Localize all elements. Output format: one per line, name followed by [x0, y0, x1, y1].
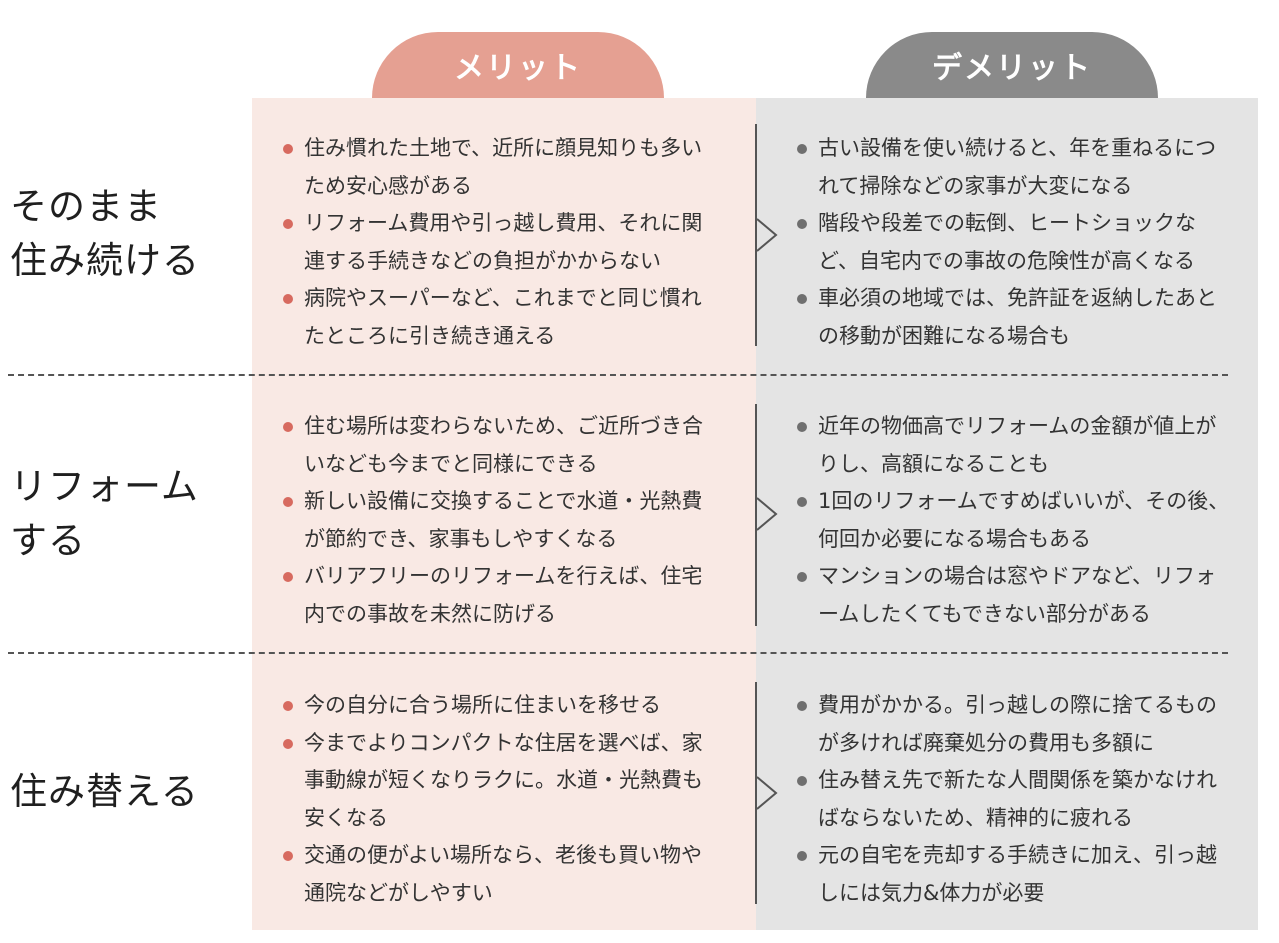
demerit-list: 近年の物価高でリフォームの金額が値上がりし、高額になることも 1回のリフォームで…	[796, 408, 1232, 633]
merit-list-item: バリアフリーのリフォームを行えば、住宅内での事故を未然に防げる	[282, 558, 722, 633]
merit-list-item: 住み慣れた土地で、近所に顔見知りも多いため安心感がある	[282, 130, 722, 205]
merit-list: 住み慣れた土地で、近所に顔見知りも多いため安心感がある リフォーム費用や引っ越し…	[282, 130, 722, 355]
demerit-list-item: 1回のリフォームですめばいいが、その後、何回か必要になる場合もある	[796, 483, 1232, 558]
demerit-list-item: 元の自宅を売却する手続きに加え、引っ越しには気力&体力が必要	[796, 837, 1232, 912]
demerit-list-item: 住み替え先で新たな人間関係を築かなければならないため、精神的に疲れる	[796, 762, 1232, 837]
column-separator-line	[755, 404, 757, 626]
row-label: そのまま 住み続ける	[10, 185, 200, 282]
merit-list-item: 新しい設備に交換することで水道・光熱費が節約でき、家事もしやすくなる	[282, 483, 722, 558]
merit-list-item: リフォーム費用や引っ越し費用、それに関連する手続きなどの負担がかからない	[282, 205, 722, 280]
demerit-header-tab: デメリット	[866, 32, 1158, 98]
column-separator-line	[755, 124, 757, 346]
merit-list-item: 今の自分に合う場所に住まいを移せる	[282, 687, 722, 725]
merit-header-tab: メリット	[372, 32, 664, 98]
row-label: リフォーム する	[10, 465, 199, 562]
demerit-list-item: 車必須の地域では、免許証を返納したあとの移動が困難になる場合も	[796, 280, 1232, 355]
chevron-right-icon	[756, 218, 778, 252]
column-separator-line	[755, 682, 757, 904]
demerit-list-item: マンションの場合は窓やドアなど、リフォームしたくてもできない部分がある	[796, 558, 1232, 633]
merit-list: 今の自分に合う場所に住まいを移せる 今までよりコンパクトな住居を選べば、家事動線…	[282, 687, 722, 912]
merit-list-item: 住む場所は変わらないため、ご近所づき合いなども今までと同様にできる	[282, 408, 722, 483]
demerit-column-background	[756, 98, 1258, 930]
demerit-list: 費用がかかる。引っ越しの際に捨てるものが多ければ廃棄処分の費用も多額に 住み替え…	[796, 687, 1232, 912]
demerit-list: 古い設備を使い続けると、年を重ねるにつれて掃除などの家事が大変になる 階段や段差…	[796, 130, 1232, 355]
merit-column-background	[252, 98, 756, 930]
merit-list-item: 今までよりコンパクトな住居を選べば、家事動線が短くなりラクに。水道・光熱費も安く…	[282, 725, 722, 838]
row-label: 住み替える	[10, 770, 199, 813]
merit-list: 住む場所は変わらないため、ご近所づき合いなども今までと同様にできる 新しい設備に…	[282, 408, 722, 633]
demerit-list-item: 費用がかかる。引っ越しの際に捨てるものが多ければ廃棄処分の費用も多額に	[796, 687, 1232, 762]
chevron-right-icon	[756, 776, 778, 810]
merit-list-item: 交通の便がよい場所なら、老後も買い物や通院などがしやすい	[282, 837, 722, 912]
chevron-right-icon	[756, 497, 778, 531]
demerit-list-item: 近年の物価高でリフォームの金額が値上がりし、高額になることも	[796, 408, 1232, 483]
row-divider	[8, 374, 1228, 376]
demerit-list-item: 古い設備を使い続けると、年を重ねるにつれて掃除などの家事が大変になる	[796, 130, 1232, 205]
merit-list-item: 病院やスーパーなど、これまでと同じ慣れたところに引き続き通える	[282, 280, 722, 355]
row-divider	[8, 652, 1228, 654]
demerit-list-item: 階段や段差での転倒、ヒートショックなど、自宅内での事故の危険性が高くなる	[796, 205, 1232, 280]
